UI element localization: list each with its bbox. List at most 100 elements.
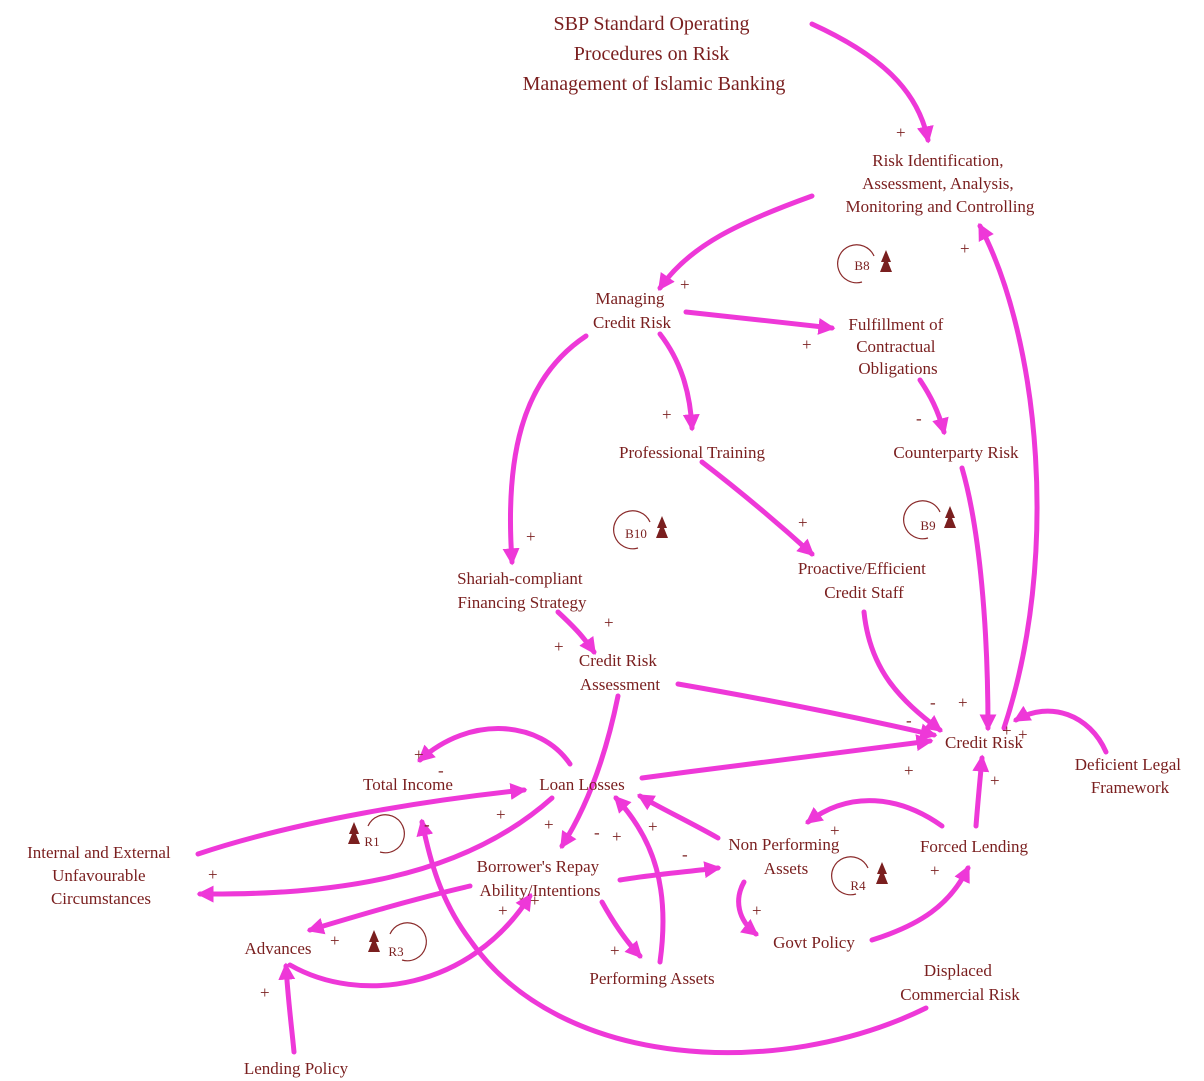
polarity-sign: + (612, 827, 622, 846)
polarity-sign: + (662, 405, 672, 424)
node-counterparty-risk: Counterparty Risk (893, 443, 1019, 462)
node-managing-credit-risk: Managing Credit Risk (593, 289, 671, 332)
polarity-sign: + (896, 123, 906, 142)
polarity-sign: + (604, 613, 614, 632)
svg-text:B9: B9 (920, 518, 935, 533)
node-performing-assets: Performing Assets (589, 969, 714, 988)
arrow-managing-to-professional-training (657, 331, 700, 432)
node-advances: Advances (244, 939, 311, 958)
node-shariah-compliant-financing-strategy: Shariah-compliant Financing Strategy (457, 569, 587, 612)
arrow-professional-training-to-proactive-staff (699, 459, 815, 557)
node-lending-policy: Lending Policy (244, 1059, 349, 1078)
polarity-sign: + (904, 761, 914, 780)
arrow-fulfillment-to-counterparty (917, 377, 949, 436)
arrow-sbp-to-risk-identification (809, 21, 934, 144)
polarity-signs: + + + + + - + + + + - - + + + + - + + - … (208, 123, 1028, 1002)
arrow-risk-identification-to-managing-credit-risk (657, 193, 815, 291)
arrow-govt-policy-to-forced-lending (869, 864, 971, 943)
polarity-sign: + (496, 805, 506, 824)
polarity-sign: - (930, 693, 936, 712)
arrow-lending-policy-to-advances (278, 962, 297, 1055)
node-credit-risk-assessment: Credit Risk Assessment (579, 651, 661, 694)
arrow-proactive-staff-to-credit-risk (861, 609, 943, 733)
arrow-internal-external-to-loan-losses (195, 782, 528, 857)
polarity-sign: - (424, 815, 430, 834)
node-displaced-commercial-risk: Displaced Commercial Risk (900, 961, 1020, 1004)
polarity-sign: + (208, 865, 218, 884)
polarity-sign: + (526, 527, 536, 546)
polarity-sign: - (916, 409, 922, 428)
arrow-forced-lending-to-non-performing (805, 798, 945, 829)
arrow-loan-losses-to-total-income (417, 726, 573, 767)
svg-text:R4: R4 (850, 878, 866, 893)
polarity-sign: + (930, 861, 940, 880)
arrow-loan-losses-to-credit-risk (639, 734, 934, 781)
polarity-sign: + (530, 891, 540, 910)
polarity-sign: - (906, 711, 912, 730)
loop-marker-r3: R3 (368, 922, 427, 962)
svg-text:R1: R1 (364, 834, 379, 849)
loop-marker-b9: B9 (903, 500, 956, 540)
polarity-sign: - (594, 823, 600, 842)
polarity-sign: + (1002, 721, 1012, 740)
loop-marker-b10: B10 (613, 510, 668, 550)
svg-text:R3: R3 (388, 944, 403, 959)
arrow-counterparty-to-credit-risk (959, 465, 997, 732)
polarity-sign: + (798, 513, 808, 532)
polarity-sign: + (960, 239, 970, 258)
polarity-sign: - (438, 761, 444, 780)
node-total-income: Total Income (363, 775, 453, 794)
arrow-advances-to-borrowers-repay (287, 893, 533, 989)
arrow-shariah-to-credit-risk-assessment (555, 609, 597, 655)
arrows (195, 21, 1109, 1056)
arrow-borrowers-repay-to-advances (306, 883, 473, 935)
arrow-credit-risk-to-risk-identification (977, 222, 1040, 731)
loop-marker-r4: R4 (831, 856, 888, 896)
nodes: SBP Standard Operating Procedures on Ris… (27, 13, 1181, 1078)
polarity-sign: + (648, 817, 658, 836)
polarity-sign: + (958, 693, 968, 712)
arrow-managing-to-shariah-strategy (502, 333, 589, 566)
polarity-sign: + (330, 931, 340, 950)
node-govt-policy: Govt Policy (773, 933, 855, 952)
node-risk-identification: Risk Identification, Assessment, Analysi… (846, 151, 1035, 216)
arrow-borrowers-repay-to-non-performing (617, 861, 722, 883)
arrow-performing-assets-to-loan-losses (613, 795, 666, 965)
arrow-displaced-commercial-to-total-income (416, 818, 929, 1056)
polarity-sign: + (414, 745, 424, 764)
loop-marker-r1: R1 (348, 814, 405, 854)
polarity-sign: + (498, 901, 508, 920)
polarity-sign: + (680, 275, 690, 294)
arrow-credit-risk-assessment-to-credit-risk (675, 681, 938, 741)
arrow-borrowers-repay-to-performing-assets (599, 899, 643, 959)
svg-text:B8: B8 (854, 258, 869, 273)
polarity-sign: + (544, 815, 554, 834)
polarity-sign: + (610, 941, 620, 960)
node-non-performing-assets: Non Performing Assets (728, 835, 843, 878)
node-proactive-efficient-credit-staff: Proactive/Efficient Credit Staff (798, 559, 930, 602)
svg-text:B10: B10 (625, 526, 647, 541)
node-sbp-standard-operating-procedures: SBP Standard Operating Procedures on Ris… (523, 13, 786, 95)
arrow-forced-lending-to-credit-risk (972, 754, 990, 829)
polarity-sign: + (554, 637, 564, 656)
node-loan-losses: Loan Losses (539, 775, 624, 794)
polarity-sign: + (802, 335, 812, 354)
polarity-sign: + (752, 901, 762, 920)
polarity-sign: + (830, 821, 840, 840)
polarity-sign: + (260, 983, 270, 1002)
arrow-credit-risk-assessment-to-borrowers-repay (559, 693, 621, 849)
polarity-sign: + (1018, 725, 1028, 744)
node-borrowers-repay-ability-intentions: Borrower's Repay Ability/Intentions (477, 857, 604, 900)
loop-marker-b8: B8 (837, 244, 892, 284)
loops: B8 B10 B9 R1 R3 R4 (348, 244, 956, 962)
arrow-deficient-legal-to-credit-risk (1013, 705, 1109, 755)
node-professional-training: Professional Training (619, 443, 765, 462)
arrow-non-performing-to-loan-losses (637, 793, 721, 841)
node-fulfillment-of-contractual-obligations: Fulfillment of Contractual Obligations (848, 315, 947, 378)
polarity-sign: + (990, 771, 1000, 790)
node-credit-risk: Credit Risk (945, 733, 1023, 752)
arrow-non-performing-to-govt-policy (736, 879, 759, 937)
arrow-loan-losses-to-internal-external (196, 795, 555, 903)
arrow-managing-to-fulfillment (683, 309, 836, 335)
